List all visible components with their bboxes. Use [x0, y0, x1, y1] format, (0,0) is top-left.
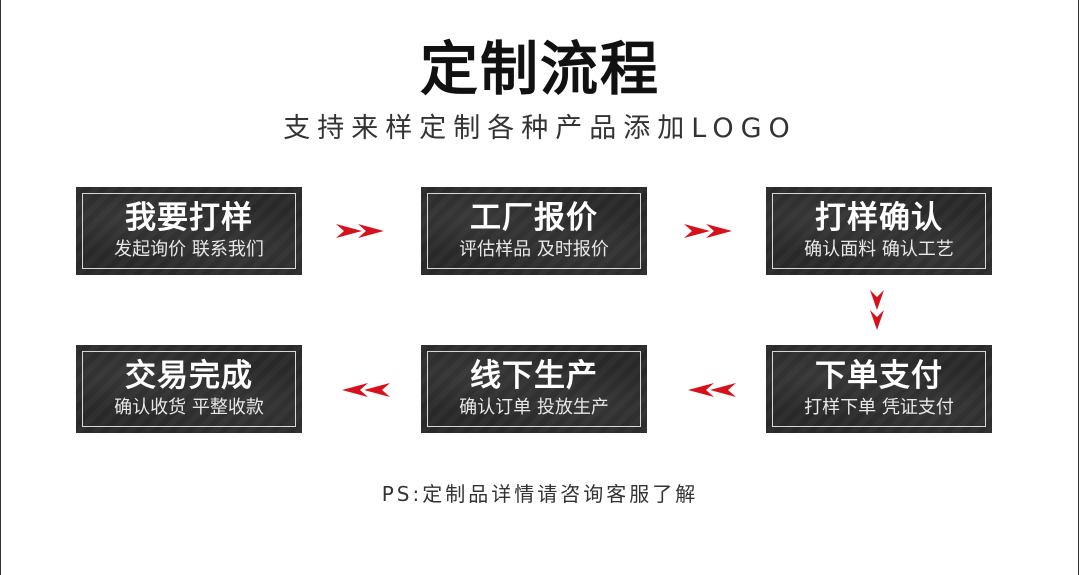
- page-subtitle: 支持来样定制各种产品添加LOGO: [283, 113, 797, 144]
- frame-left-border: [0, 0, 1, 575]
- step-description: 发起询价 联系我们: [114, 239, 264, 260]
- step-description: 评估样品 及时报价: [459, 239, 609, 260]
- arrow-left-icon: [688, 383, 736, 397]
- arrow-down-icon: [870, 290, 884, 330]
- step-title: 打样确认: [815, 200, 943, 236]
- step-description: 确认收货 平整收款: [114, 397, 264, 418]
- step-box-transaction-complete: 交易完成 确认收货 平整收款: [76, 345, 302, 433]
- step-title: 下单支付: [815, 358, 943, 394]
- step-box-factory-quote: 工厂报价 评估样品 及时报价: [421, 187, 647, 275]
- step-title: 线下生产: [470, 358, 598, 394]
- step-title: 我要打样: [125, 200, 253, 236]
- step-box-production: 线下生产 确认订单 投放生产: [421, 345, 647, 433]
- step-box-request-sample: 我要打样 发起询价 联系我们: [76, 187, 302, 275]
- step-description: 打样下单 凭证支付: [804, 397, 954, 418]
- arrow-right-icon: [684, 224, 732, 238]
- frame-right-border: [1078, 0, 1079, 575]
- step-title: 交易完成: [125, 358, 253, 394]
- step-box-order-payment: 下单支付 打样下单 凭证支付: [766, 345, 992, 433]
- step-box-border: [772, 193, 986, 269]
- step-box-border: [427, 193, 641, 269]
- step-description: 确认订单 投放生产: [459, 397, 609, 418]
- step-description: 确认面料 确认工艺: [804, 239, 954, 260]
- step-title: 工厂报价: [470, 200, 598, 236]
- arrow-right-icon: [336, 224, 384, 238]
- step-box-border: [82, 351, 296, 427]
- step-box-sample-confirm: 打样确认 确认面料 确认工艺: [766, 187, 992, 275]
- step-box-border: [427, 351, 641, 427]
- page-title: 定制流程: [419, 35, 660, 103]
- step-box-border: [772, 351, 986, 427]
- footnote: PS:定制品详情请咨询客服了解: [381, 482, 699, 506]
- arrow-left-icon: [342, 383, 390, 397]
- step-box-border: [82, 193, 296, 269]
